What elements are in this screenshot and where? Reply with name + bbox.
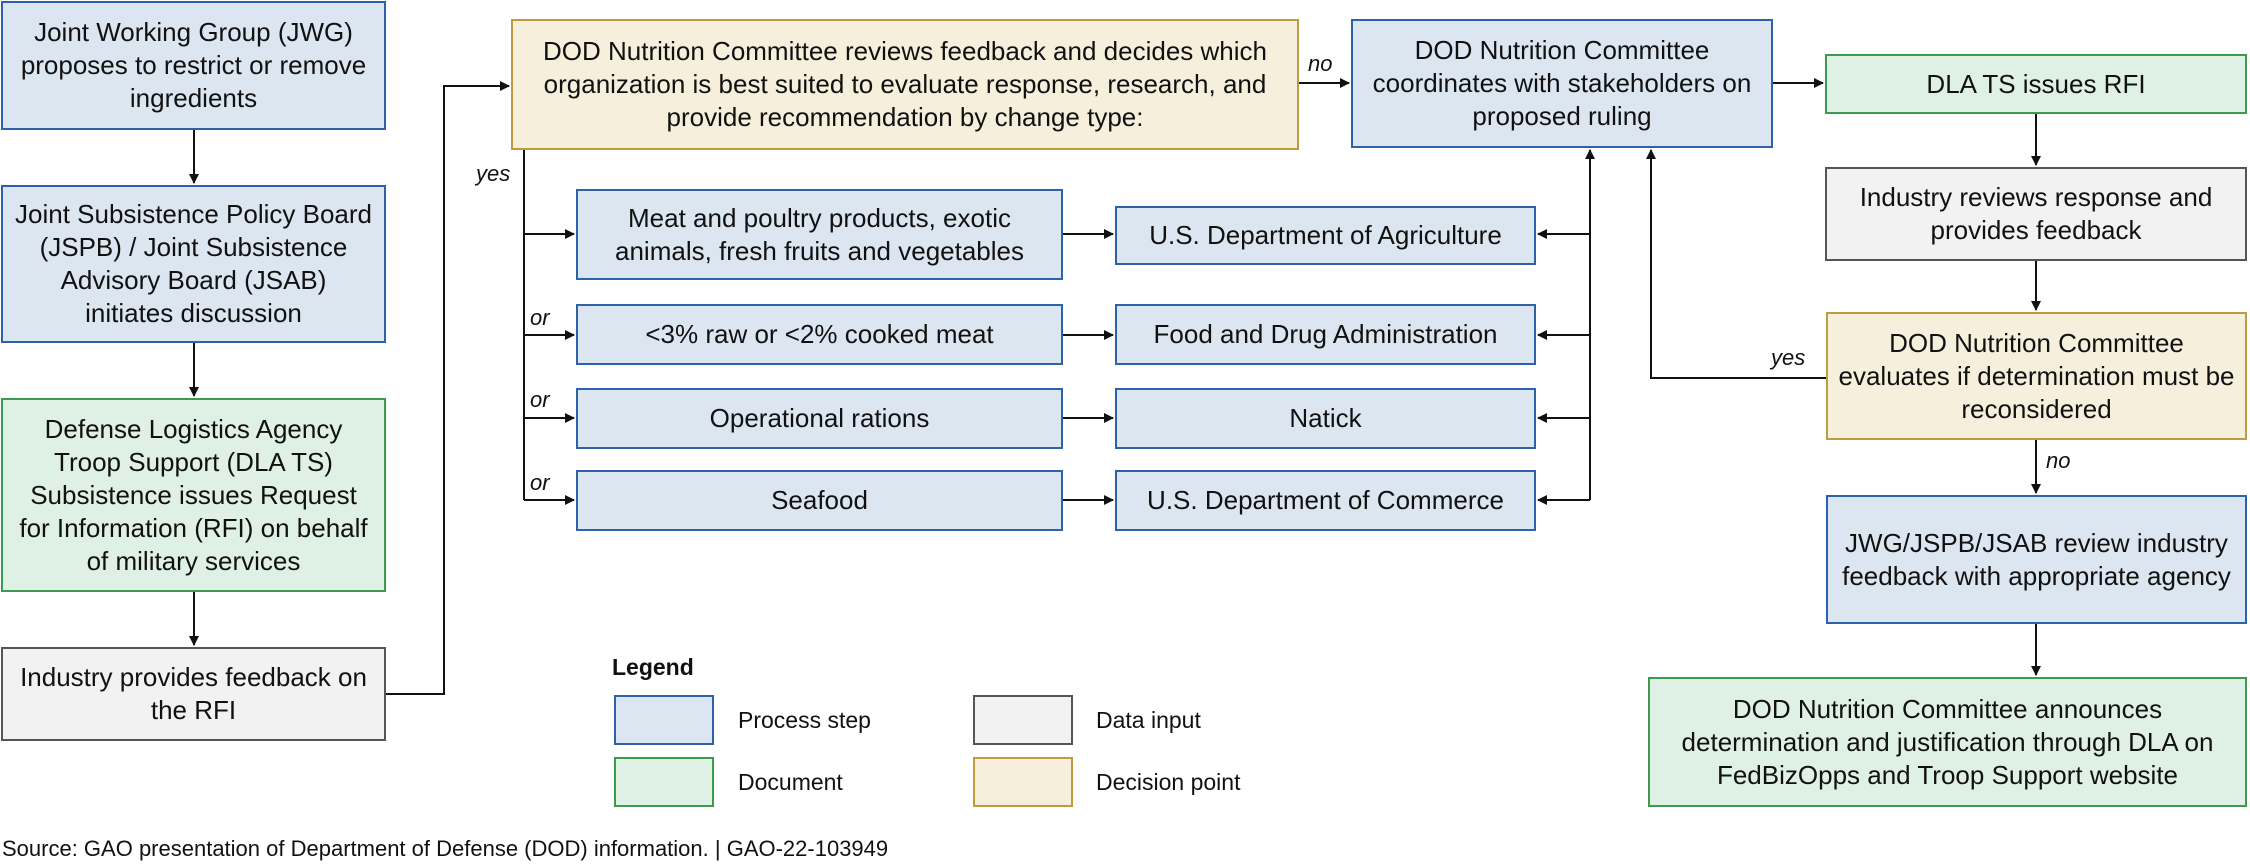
legend-document-label: Document [738, 769, 843, 795]
committee-announces-document: DOD Nutrition Committee announces determ… [1648, 677, 2247, 807]
legend-data-input-swatch [973, 695, 1073, 745]
arrow-industry-to-committee [386, 81, 510, 695]
natick-agency: Natick [1115, 388, 1536, 449]
legend-data-input-label: Data input [1096, 707, 1201, 733]
legend-decision-swatch [973, 757, 1073, 807]
raw-meat-change-type: <3% raw or <2% cooked meat [576, 304, 1063, 365]
or-label-seafood: or [530, 470, 550, 495]
yes-label-evaluates: yes [1771, 345, 1806, 370]
fda-agency: Food and Drug Administration [1115, 304, 1536, 365]
committee-coordinates-step: DOD Nutrition Committee coordinates with… [1351, 19, 1773, 148]
industry-reviews-response-input: Industry reviews response and provides f… [1825, 167, 2247, 261]
yes-label-review: yes [476, 161, 511, 186]
commerce-agency: U.S. Department of Commerce [1115, 470, 1536, 531]
jwg-proposes-step: Joint Working Group (JWG) proposes to re… [1, 1, 386, 130]
meat-poultry-change-type: Meat and poultry products, exotic animal… [576, 189, 1063, 280]
legend-title: Legend [612, 654, 694, 680]
or-label-rations: or [530, 387, 550, 412]
dla-ts-issues-rfi-document: DLA TS issues RFI [1825, 54, 2247, 114]
jwg-jspb-jsab-review-step: JWG/JSPB/JSAB review industry feedback w… [1826, 495, 2247, 624]
legend-process-swatch [614, 695, 714, 745]
industry-provides-feedback-input: Industry provides feedback on the RFI [1, 647, 386, 741]
or-label-raw-meat: or [530, 305, 550, 330]
arrow-evaluates-yes-to-coordinates [1646, 149, 1826, 379]
usda-agency: U.S. Department of Agriculture [1115, 206, 1536, 265]
operational-rations-change-type: Operational rations [576, 388, 1063, 449]
jspb-initiates-step: Joint Subsistence Policy Board (JSPB) / … [1, 185, 386, 343]
no-label-evaluates: no [2046, 448, 2071, 473]
legend-decision-label: Decision point [1096, 769, 1241, 795]
committee-review-decision: DOD Nutrition Committee reviews feedback… [511, 19, 1299, 150]
source-note: Source: GAO presentation of Department o… [2, 836, 889, 861]
dla-issues-rfi-document: Defense Logistics Agency Troop Support (… [1, 398, 386, 592]
legend-process-label: Process step [738, 707, 871, 733]
seafood-change-type: Seafood [576, 470, 1063, 531]
no-label-review: no [1308, 51, 1333, 76]
committee-evaluates-decision: DOD Nutrition Committee evaluates if det… [1826, 312, 2247, 440]
legend-document-swatch [614, 757, 714, 807]
